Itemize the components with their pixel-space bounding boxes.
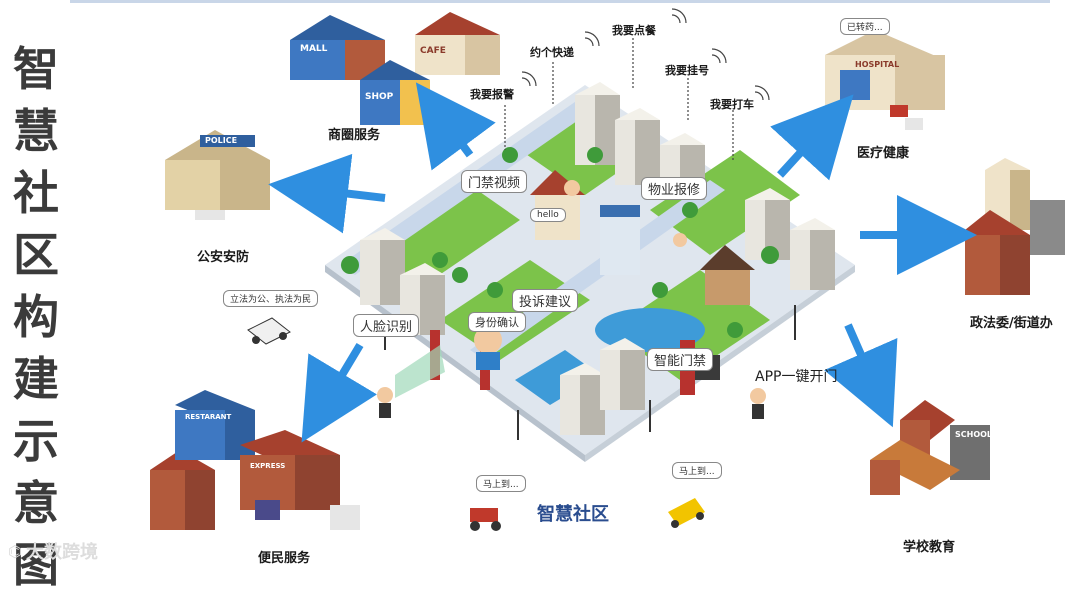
watermark: ⌬ 大数跨境 <box>8 538 98 564</box>
title-char: 示 <box>13 410 59 472</box>
express-sign: EXPRESS <box>250 462 285 470</box>
community-illustration <box>0 0 1080 570</box>
hello-bubble: hello <box>530 208 566 222</box>
watermark-text: 大数跨境 <box>26 538 98 564</box>
wifi-label-report-police: 我要报警 <box>470 86 514 102</box>
title-char: 构 <box>13 286 59 348</box>
title-char: 建 <box>13 348 59 410</box>
government-label: 政法委/街道办 <box>970 312 1053 331</box>
cafe-sign: CAFE <box>420 46 446 56</box>
police-car-bubble: 立法为公、执法为民 <box>223 290 318 307</box>
convenience-label: 便民服务 <box>258 547 310 566</box>
government-building <box>965 158 1065 295</box>
police-sign: POLICE <box>205 136 237 145</box>
school-building <box>870 400 990 495</box>
wifi-label-order-food: 我要点餐 <box>612 22 656 38</box>
door-video-label: 门禁视频 <box>461 170 527 193</box>
school-label: 学校教育 <box>903 536 955 555</box>
title-char: 智 <box>13 38 59 100</box>
page-title: 智 慧 社 区 构 建 示 意 图 <box>8 38 64 596</box>
shop-sign: SHOP <box>365 92 393 102</box>
mall-sign: MALL <box>300 44 327 54</box>
shopping-buildings <box>290 12 500 125</box>
identity-label: 身份确认 <box>468 312 526 332</box>
hospital-bubble: 已转药... <box>840 18 890 35</box>
medical-label: 医疗健康 <box>857 142 909 161</box>
police-car <box>248 318 290 344</box>
school-sign: SCHOOL <box>955 430 992 439</box>
hospital-building <box>825 30 945 130</box>
title-char: 区 <box>13 224 59 286</box>
watermark-logo-icon: ⌬ <box>8 542 22 561</box>
title-char: 社 <box>13 162 59 224</box>
smart-door-label: 智能门禁 <box>647 348 713 371</box>
convenience-buildings <box>150 390 360 530</box>
coming-bubble-1: 马上到... <box>476 475 526 492</box>
coming-bubble-2: 马上到... <box>672 462 722 479</box>
wifi-label-register: 我要挂号 <box>665 62 709 78</box>
title-char: 意 <box>13 472 59 534</box>
center-label: 智慧社区 <box>537 500 609 526</box>
app-open-label: APP一键开门 <box>755 366 837 386</box>
wifi-label-courier: 约个快递 <box>530 44 574 60</box>
hospital-sign: HOSPITAL <box>855 60 899 69</box>
wifi-label-taxi: 我要打车 <box>710 96 754 112</box>
title-char: 慧 <box>13 100 59 162</box>
face-recognition-label: 人脸识别 <box>353 314 419 337</box>
complaint-label: 投诉建议 <box>512 289 578 312</box>
security-label: 公安安防 <box>197 246 249 265</box>
camera-beam <box>395 345 445 398</box>
restaurant-sign: RESTARANT <box>185 413 231 421</box>
shopping-label: 商圈服务 <box>328 124 380 143</box>
property-repair-label: 物业报修 <box>641 177 707 200</box>
